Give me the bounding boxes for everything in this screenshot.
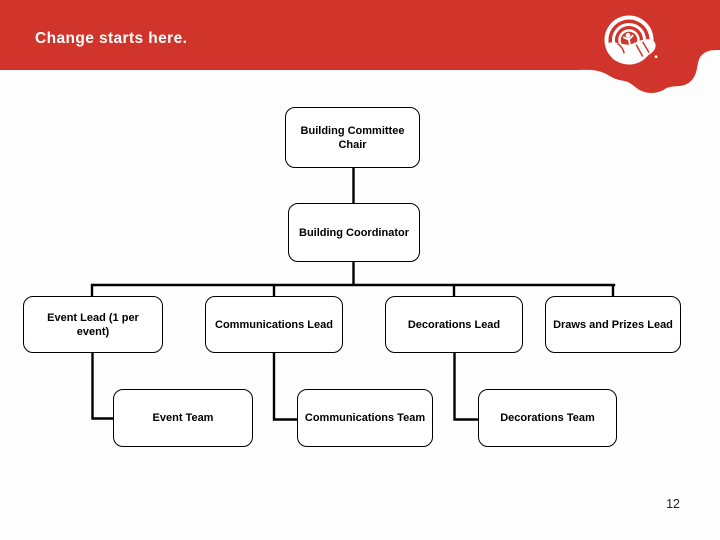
org-node-label: Building Committee Chair <box>300 124 405 151</box>
org-node-label: Decorations Team <box>500 412 595 424</box>
org-node-label: Draws and Prizes Lead <box>553 318 673 331</box>
page-number: 12 <box>666 497 680 511</box>
org-node-label: Communications Lead <box>215 318 333 331</box>
org-node-building-coordinator: Building Coordinator <box>288 203 420 262</box>
person-icon <box>622 32 634 47</box>
org-node-building-committee-chair: Building Committee Chair <box>285 107 420 168</box>
org-node-label: Communications Team <box>304 412 426 424</box>
org-node-event-team: Event Team <box>113 389 253 447</box>
united-way-logo-icon <box>604 15 658 65</box>
org-node-decorations-team: Decorations Team <box>478 389 617 447</box>
header-banner <box>0 0 720 93</box>
header-tagline: Change starts here. <box>35 30 188 47</box>
org-node-draws-and-prizes-lead: Draws and Prizes Lead <box>545 296 681 353</box>
org-node-label: Decorations Lead <box>407 318 501 331</box>
org-node-label: Building Coordinator <box>299 226 409 239</box>
registered-mark <box>654 55 658 59</box>
org-node-communications-lead: Communications Lead <box>205 296 343 353</box>
org-node-decorations-lead: Decorations Lead <box>385 296 523 353</box>
org-node-label: Event Team <box>152 412 214 424</box>
org-node-communications-team: Communications Team <box>297 389 433 447</box>
org-node-label: Event Lead (1 per event) <box>47 311 139 338</box>
org-node-event-lead: Event Lead (1 per event) <box>23 296 163 353</box>
banner-background <box>0 0 720 93</box>
